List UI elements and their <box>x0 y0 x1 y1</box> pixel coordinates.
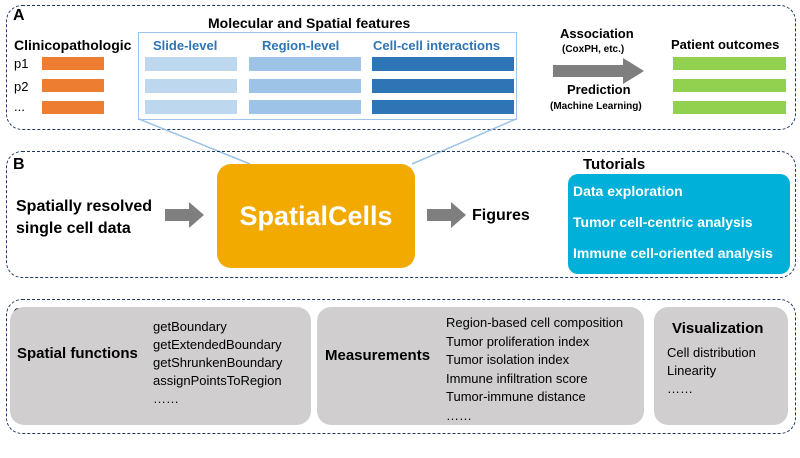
association-label: Association <box>560 26 634 41</box>
association-sub: (CoxPH, etc.) <box>562 44 625 55</box>
spatial-item-get-shrunken-boundary: getShrunkenBoundary <box>153 355 283 370</box>
clinicopathologic-title: Clinicopathologic <box>14 37 132 53</box>
panel-b-letter: B <box>13 156 25 173</box>
spatial-item-assign-points: assignPointsToRegion <box>153 373 282 388</box>
output-arrow-icon <box>427 202 466 228</box>
spatialcells-box: SpatialCells <box>217 164 415 268</box>
measure-item-more: …… <box>446 407 472 423</box>
measurements-title: Measurements <box>325 347 431 364</box>
row-label-more: ... <box>14 99 25 114</box>
spatial-item-get-extended-boundary: getExtendedBoundary <box>153 337 282 352</box>
measurements-box <box>317 307 644 425</box>
region-bar-3 <box>249 100 361 114</box>
cell-bar-1 <box>372 57 514 71</box>
panel-a-letter: A <box>13 7 25 24</box>
outcome-bar-3 <box>673 101 786 114</box>
outcome-bar-2 <box>673 79 786 92</box>
tutorials-box: Data exploration Tumor cell-centric anal… <box>568 174 790 274</box>
measure-item-region-composition: Region-based cell composition <box>446 315 624 330</box>
spatial-item-get-boundary: getBoundary <box>153 319 227 334</box>
outcome-bar-1 <box>673 57 786 70</box>
tutorial-item-data-exploration[interactable]: Data exploration <box>573 183 683 199</box>
spatial-functions-title: Spatial functions <box>17 345 138 362</box>
region-bar-2 <box>249 79 361 93</box>
measurements-list: Region-based cell composition Tumor prol… <box>446 314 623 425</box>
tutorial-item-immune-cell-oriented[interactable]: Immune cell-oriented analysis <box>573 245 773 261</box>
row-label-p2: p2 <box>14 79 29 94</box>
panel-a <box>6 5 796 130</box>
vis-item-linearity: Linearity <box>667 363 717 378</box>
figures-label: Figures <box>472 207 530 224</box>
measure-item-isolation: Tumor isolation index <box>446 352 570 367</box>
visualization-title: Visualization <box>672 320 764 337</box>
vis-item-more: …… <box>667 381 693 396</box>
spatial-functions-box <box>10 307 311 425</box>
measure-item-proliferation: Tumor proliferation index <box>446 333 590 349</box>
clinico-bar-1 <box>42 57 104 70</box>
slide-bar-3 <box>145 100 237 114</box>
spatial-functions-list: getBoundary getExtendedBoundary getShrun… <box>153 318 282 408</box>
panel-c <box>6 299 796 434</box>
visualization-box <box>654 307 788 425</box>
clinico-bar-3 <box>42 101 104 114</box>
features-title: Molecular and Spatial features <box>208 15 411 31</box>
row-label-p1: p1 <box>14 56 29 71</box>
patient-outcomes-title: Patient outcomes <box>671 37 780 52</box>
input-arrow-icon <box>165 202 204 228</box>
features-frame <box>138 32 517 120</box>
tutorial-item-tumor-cell-centric[interactable]: Tumor cell-centric analysis <box>573 214 753 230</box>
region-bar-1 <box>249 57 361 71</box>
slide-bar-1 <box>145 57 237 71</box>
col-header-cell: Cell-cell interactions <box>373 38 501 53</box>
slide-bar-2 <box>145 79 237 93</box>
vis-item-cell-distribution: Cell distribution <box>667 345 756 360</box>
spatial-item-more: …… <box>153 391 179 406</box>
prediction-sub: (Machine Learning) <box>550 101 642 112</box>
association-arrow-icon <box>553 58 644 84</box>
measure-item-infiltration: Immune infiltration score <box>446 370 588 386</box>
measure-item-distance: Tumor-immune distance <box>446 389 586 404</box>
spatialcells-title: SpatialCells <box>239 200 393 231</box>
cell-bar-3 <box>372 100 514 114</box>
col-header-slide: Slide-level <box>153 38 218 53</box>
tutorials-title: Tutorials <box>583 156 646 173</box>
clinico-bar-2 <box>42 79 104 92</box>
visualization-list: Cell distribution Linearity …… <box>667 344 756 398</box>
col-header-region: Region-level <box>262 38 340 53</box>
panel-b <box>6 151 796 278</box>
prediction-label: Prediction <box>567 82 631 97</box>
cell-bar-2 <box>372 79 514 93</box>
input-line-2: single cell data <box>16 220 131 237</box>
input-line-1: Spatially resolved <box>16 198 153 215</box>
